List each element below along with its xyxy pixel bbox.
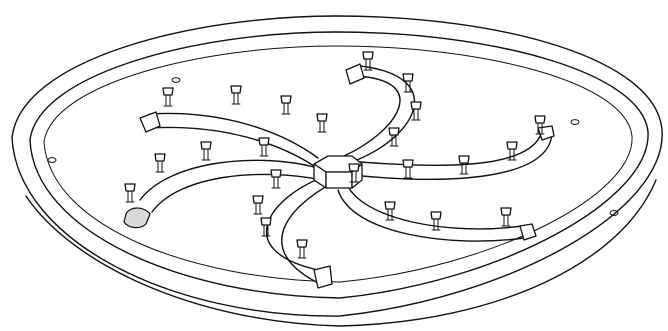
jet-nozzle xyxy=(384,201,396,221)
jet-nozzle xyxy=(260,217,272,237)
jet-nozzle xyxy=(410,101,422,121)
pipe-arm xyxy=(265,175,327,271)
pipe-arm xyxy=(361,133,553,180)
nozzles xyxy=(124,51,546,259)
arm-end-cap xyxy=(123,207,151,229)
pipe-arm xyxy=(149,112,319,159)
jet-nozzle xyxy=(388,127,400,147)
basin-outer-rim xyxy=(11,15,663,317)
jet-nozzle xyxy=(270,169,282,189)
pipe-arm xyxy=(337,189,525,242)
arm-end-cap xyxy=(313,265,333,289)
arm-end-cap xyxy=(139,111,161,133)
pipe-arm xyxy=(359,131,543,167)
pipe-arm xyxy=(149,126,321,171)
jet-nozzle xyxy=(162,87,174,107)
jet-nozzle xyxy=(500,207,512,227)
jet-nozzle xyxy=(258,137,270,157)
pipe-arm xyxy=(281,181,335,285)
pipe-arm xyxy=(139,159,319,201)
jet-nozzle xyxy=(402,159,414,179)
jet-nozzle xyxy=(534,115,546,135)
jet-nozzle xyxy=(362,51,374,71)
jet-nozzle xyxy=(430,211,442,231)
central-hub xyxy=(313,155,363,189)
jet-nozzle xyxy=(124,183,136,203)
arm-end-cap xyxy=(519,223,537,241)
basin-hole xyxy=(609,210,619,216)
jet-nozzle xyxy=(348,163,360,183)
jet-nozzle xyxy=(402,73,414,93)
basin-hole xyxy=(570,119,580,125)
basin-inner-rim xyxy=(29,31,649,299)
jet-nozzle xyxy=(200,141,212,161)
jet-nozzle xyxy=(280,95,292,115)
jet-nozzle xyxy=(458,155,470,175)
basin-hole xyxy=(47,157,57,163)
arm-end-caps xyxy=(123,63,555,289)
jet-nozzle xyxy=(506,141,518,161)
jet-nozzle xyxy=(316,113,328,133)
pipe-arm xyxy=(151,173,323,213)
jet-nozzle xyxy=(252,195,264,215)
pipe-arm xyxy=(345,181,523,230)
basin xyxy=(11,15,663,327)
pipe-arm xyxy=(343,75,401,157)
basin-wall-bottom xyxy=(25,179,657,327)
basin-hole xyxy=(171,77,181,83)
arm-end-cap xyxy=(345,63,365,85)
jet-nozzle xyxy=(296,239,308,259)
jet-nozzle xyxy=(154,153,166,173)
basin-inner-floor-edge xyxy=(43,45,633,283)
hub-side xyxy=(325,171,353,189)
jet-nozzle xyxy=(230,85,242,105)
